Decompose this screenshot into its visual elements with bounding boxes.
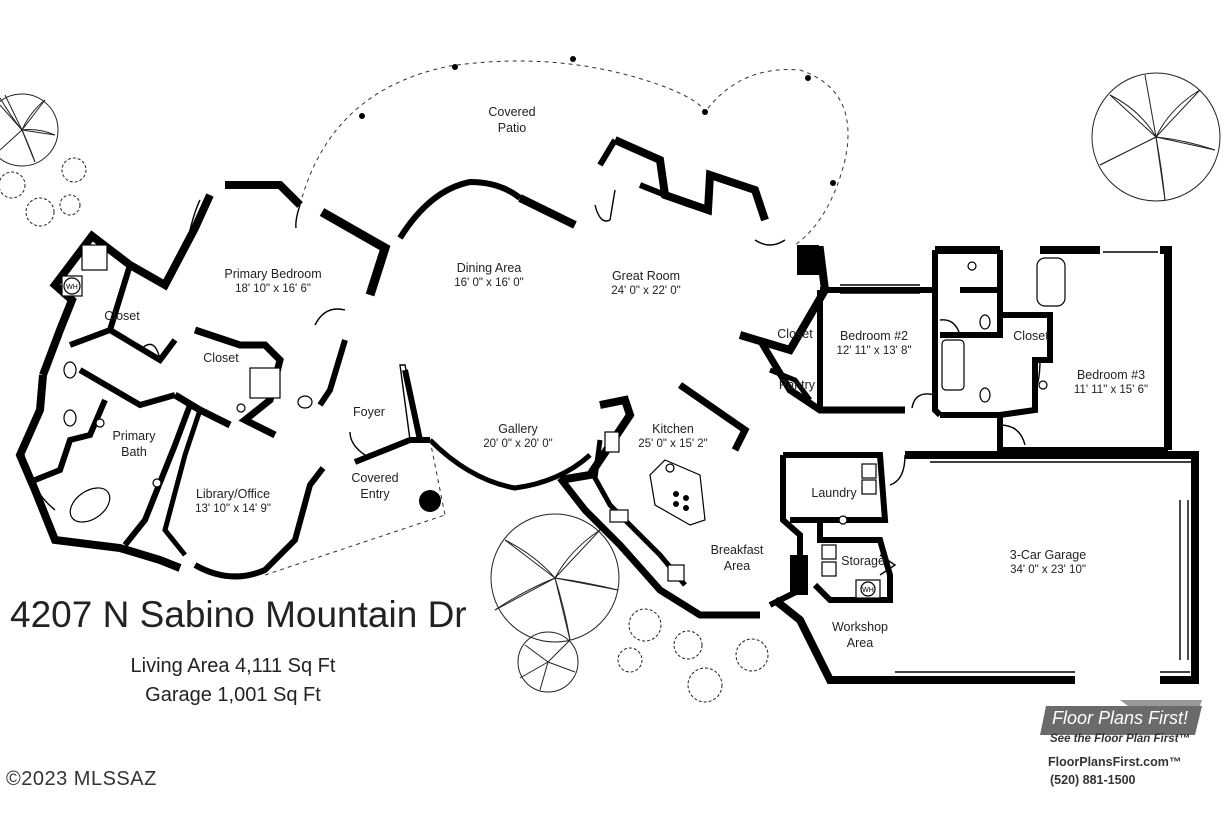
room-label-workshop: Workshop <box>832 620 888 634</box>
room-dims-garage: 34' 0" x 23' 10" <box>1010 564 1086 576</box>
room-label-closet-primary: Closet <box>104 309 140 323</box>
tree-bottom-center <box>490 513 620 693</box>
shrubs-bottom-center <box>617 608 769 703</box>
room-label-dining-area: Dining Area <box>457 261 522 275</box>
room-label-closet-bed2: Closet <box>777 327 813 341</box>
living-area: Living Area 4,111 Sq Ft <box>130 655 336 677</box>
room-label-closet-inner: Closet <box>203 351 239 365</box>
windows <box>23 199 1166 511</box>
room-label-library: Library/Office <box>196 487 270 501</box>
room-label-laundry: Laundry <box>811 486 857 500</box>
room-label-primary-bath: Bath <box>121 445 147 459</box>
room-label-workshop: Area <box>847 636 873 650</box>
covered-patio-outline <box>299 56 849 246</box>
shrubs-top-left <box>0 157 87 227</box>
brand-phone: (520) 881-1500 <box>1050 773 1136 787</box>
room-label-covered-entry: Covered <box>351 471 398 485</box>
room-dims-dining-area: 16' 0" x 16' 0" <box>454 277 523 289</box>
room-label-kitchen: Kitchen <box>652 422 694 436</box>
copyright: ©2023 MLSSAZ <box>6 768 157 790</box>
room-label-primary-bath: Primary <box>112 429 156 443</box>
room-dims-library: 13' 10" x 14' 9" <box>195 503 271 515</box>
room-dims-kitchen: 25' 0" x 15' 2" <box>638 438 707 450</box>
room-label-great-room: Great Room <box>612 269 680 283</box>
room-dims-gallery: 20' 0" x 20' 0" <box>483 438 552 450</box>
room-label-bedroom2: Bedroom #2 <box>840 329 908 343</box>
brand-url: FloorPlansFirst.com™ <box>1048 755 1182 769</box>
water-heater-label: WH <box>862 587 874 594</box>
room-label-covered-patio: Covered <box>488 105 535 119</box>
room-label-breakfast: Breakfast <box>711 543 764 557</box>
room-label-bedroom3: Bedroom #3 <box>1077 368 1145 382</box>
water-heater-label: WH <box>66 284 78 291</box>
room-label-pantry: Pantry <box>779 378 816 392</box>
room-label-foyer: Foyer <box>353 405 385 419</box>
brand-badge <box>1040 700 1202 735</box>
room-dims-bedroom2: 12' 11" x 13' 8" <box>836 345 911 357</box>
room-label-covered-patio: Patio <box>498 121 527 135</box>
room-label-storage: Storage <box>841 554 885 568</box>
brand-tagline: See the Floor Plan First™ <box>1050 733 1190 745</box>
room-label-covered-entry: Entry <box>360 487 390 501</box>
room-dims-great-room: 24' 0" x 22' 0" <box>611 285 680 297</box>
tree-top-left <box>0 93 59 167</box>
garage-area: Garage 1,001 Sq Ft <box>145 684 321 706</box>
room-dims-primary-bedroom: 18' 10" x 16' 6" <box>235 283 311 295</box>
room-label-closet-bed3: Closet <box>1013 329 1049 343</box>
tree-top-right <box>1091 72 1221 202</box>
room-label-breakfast: Area <box>724 559 750 573</box>
room-label-garage: 3-Car Garage <box>1010 548 1086 562</box>
property-address: 4207 N Sabino Mountain Dr <box>10 594 467 635</box>
room-dims-bedroom3: 11' 11" x 15' 6" <box>1074 384 1148 396</box>
room-label-gallery: Gallery <box>498 422 538 436</box>
fixtures <box>61 244 1066 599</box>
brand-name: Floor Plans First! <box>1052 708 1189 728</box>
room-label-primary-bedroom: Primary Bedroom <box>224 267 321 281</box>
doors <box>139 189 1041 576</box>
